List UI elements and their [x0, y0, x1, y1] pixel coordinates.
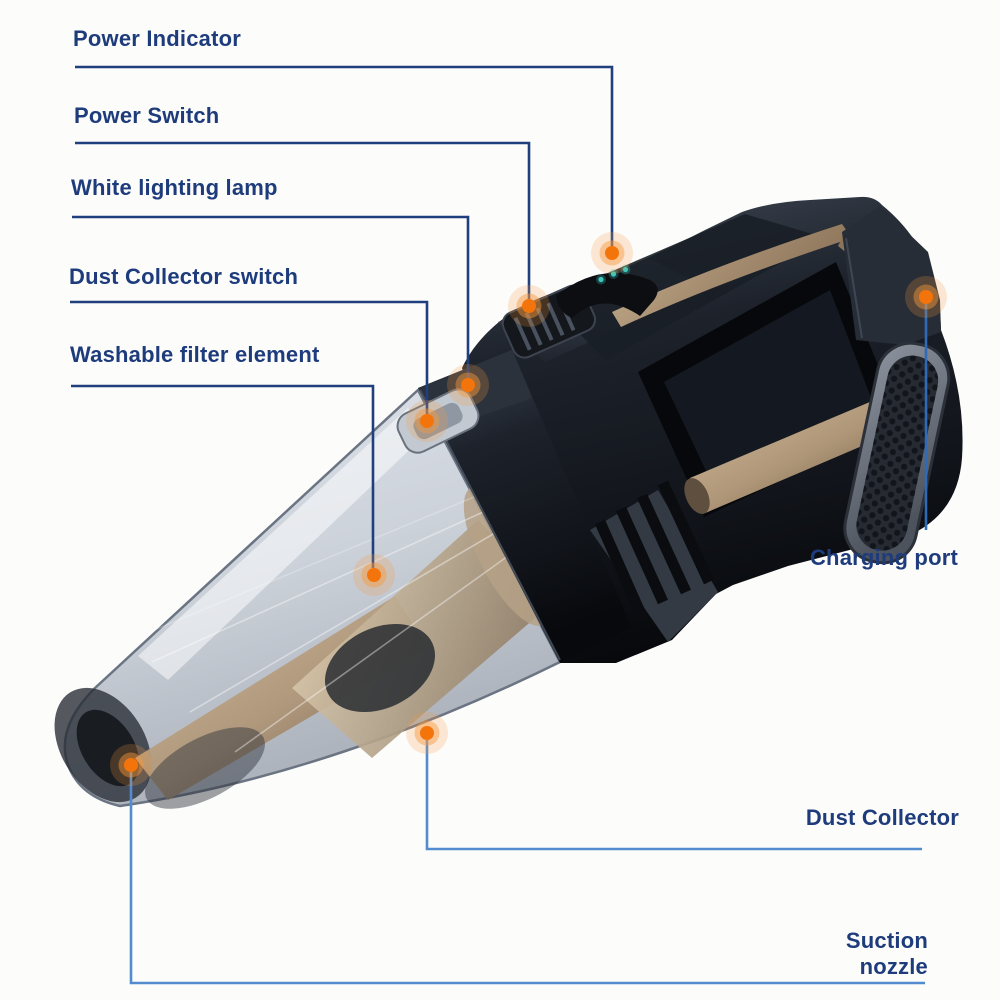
dust-cup: [54, 388, 562, 809]
callout-line-dust-collector-switch: [70, 300, 429, 414]
main-housing: [396, 196, 963, 663]
callout-dot-suction-nozzle: [110, 744, 152, 786]
callout-dot-power-indicator: [591, 232, 633, 274]
callout-line-washable-filter: [71, 384, 375, 568]
callout-dot-dust-collector: [406, 712, 448, 754]
label-charging-port: Charging port: [809, 545, 958, 570]
callout-dot-power-switch: [508, 285, 550, 327]
label-power-switch: Power Switch: [74, 103, 220, 128]
label-dust-collector: Dust Collector: [805, 805, 959, 830]
label-suction-nozzle: Suction nozzle: [845, 928, 928, 979]
charging-port-area: [842, 206, 941, 345]
callout-line-power-indicator: [75, 65, 614, 248]
label-dust-collector-switch: Dust Collector switch: [69, 264, 299, 289]
handle: [638, 262, 902, 517]
label-power-indicator: Power Indicator: [73, 26, 242, 51]
callout-dot-dust-collector-switch: [406, 400, 448, 442]
switch-cover-hook: [556, 272, 658, 318]
label-washable-filter-element: Washable filter element: [70, 342, 320, 367]
label-white-lighting-lamp: White lighting lamp: [71, 175, 278, 200]
led-indicators: [596, 264, 631, 285]
suction-opening: [54, 687, 152, 803]
callout-line-power-switch: [75, 141, 531, 300]
filter-latch: [396, 388, 480, 454]
bottom-fins: [590, 480, 718, 642]
exhaust-vent: [843, 341, 951, 565]
callout-dot-charging-port: [905, 276, 947, 318]
callout-dot-white-lighting-lamp: [447, 364, 489, 406]
callout-line-dust-collector: [425, 740, 922, 851]
callout-line-white-lighting-lamp: [72, 215, 470, 379]
callout-dot-washable-filter: [353, 554, 395, 596]
callout-line-suction-nozzle: [129, 772, 925, 985]
